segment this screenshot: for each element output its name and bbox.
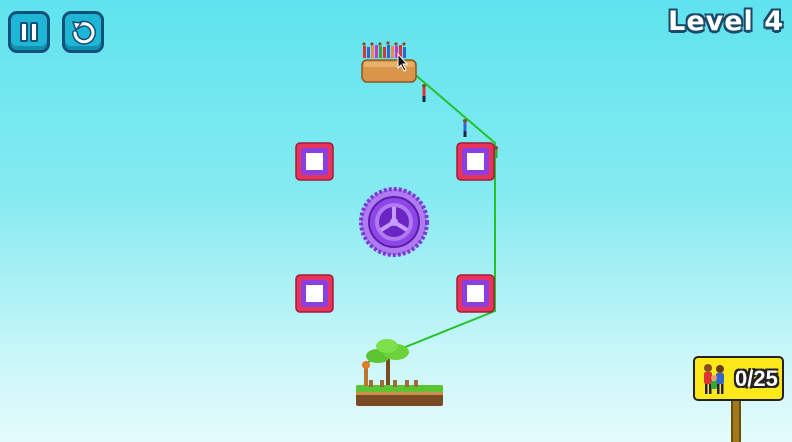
sliding-person — [422, 84, 426, 102]
rope-anchor-bottom-right[interactable] — [456, 274, 495, 313]
restart-icon — [71, 20, 96, 45]
sliding-person — [494, 146, 498, 158]
waiting-people-group — [362, 41, 406, 58]
tree-icon — [366, 339, 409, 385]
spinning-saw-icon — [359, 187, 429, 257]
sliding-person — [463, 119, 467, 137]
rope-anchor-bottom-left[interactable] — [295, 274, 334, 313]
pause-icon — [20, 22, 38, 42]
rope-anchor-top-left[interactable] — [295, 142, 334, 181]
rope-anchor-top-right[interactable] — [456, 142, 495, 181]
rescued-counter-sign: 0/25 — [693, 356, 784, 401]
start-platform — [361, 59, 417, 83]
mouse-cursor-icon — [397, 52, 409, 72]
rescued-count: 0/25 — [735, 365, 778, 391]
level-indicator: Level 4 — [668, 6, 784, 37]
people-group-icon — [704, 363, 724, 394]
rope-line — [367, 71, 496, 363]
goal-pole — [362, 361, 370, 386]
restart-button[interactable] — [62, 11, 104, 53]
sign-post — [731, 401, 741, 442]
goal-island — [356, 380, 443, 406]
pause-button[interactable] — [8, 11, 50, 53]
